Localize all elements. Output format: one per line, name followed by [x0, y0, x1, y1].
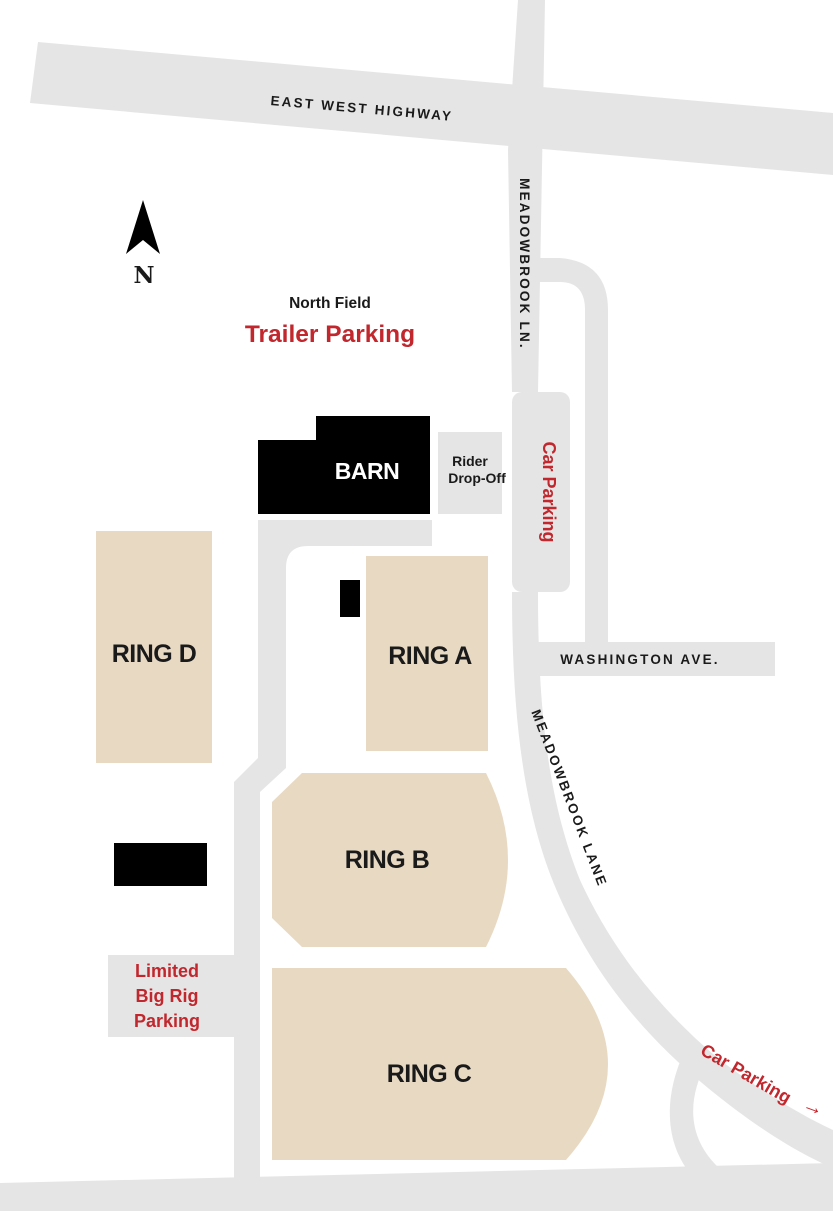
big-rig-parking-pad	[108, 955, 240, 1037]
barn-building	[258, 416, 430, 514]
small-building-west	[114, 843, 207, 886]
inner-curve-road	[669, 1048, 752, 1198]
washington-ave-road	[535, 642, 775, 676]
ring-d-label: RING D	[112, 640, 197, 668]
car-parking-loop-road	[536, 258, 608, 648]
ring-b-label: RING B	[345, 846, 430, 874]
ring-a-label: RING A	[388, 642, 472, 670]
ring-labels: RING D RING A RING B RING C	[112, 640, 473, 1088]
north-letter: N	[133, 262, 154, 289]
ring-c-label: RING C	[387, 1060, 472, 1088]
big-rig-line1: Limited	[135, 961, 199, 981]
trailer-parking-label: Trailer Parking	[245, 321, 415, 348]
rings	[96, 531, 608, 1160]
small-building-ring-a	[340, 580, 360, 617]
rider-drop-off-line2: Drop-Off	[448, 470, 506, 486]
ring-c-area	[272, 968, 608, 1160]
washington-ave-label: WASHINGTON AVE.	[560, 652, 720, 667]
rider-drop-off-line1: Rider	[452, 453, 488, 469]
meadowbrook-lane-road	[512, 592, 833, 1168]
buildings	[114, 416, 430, 886]
ring-d-area	[96, 531, 212, 763]
ring-b-area	[272, 773, 508, 947]
service-road-branch	[262, 520, 432, 576]
north-arrow-icon	[126, 200, 160, 254]
car-parking-lot	[512, 392, 570, 592]
ring-a-area	[366, 556, 488, 751]
east-west-highway-road	[30, 42, 833, 175]
big-rig-line2: Big Rig	[136, 986, 199, 1006]
north-field-title: North Field	[289, 295, 371, 312]
service-road	[234, 520, 286, 1190]
meadowbrook-ln-road	[508, 0, 545, 392]
barn-label: BARN	[335, 458, 399, 484]
meadowbrook-ln-label: MEADOWBROOK LN.	[517, 178, 532, 350]
bottom-road	[0, 1163, 833, 1211]
rider-drop-off-pad	[438, 432, 502, 514]
big-rig-line3: Parking	[134, 1011, 200, 1031]
compass: N	[126, 200, 160, 289]
car-parking-lot-label: Car Parking	[539, 441, 559, 542]
